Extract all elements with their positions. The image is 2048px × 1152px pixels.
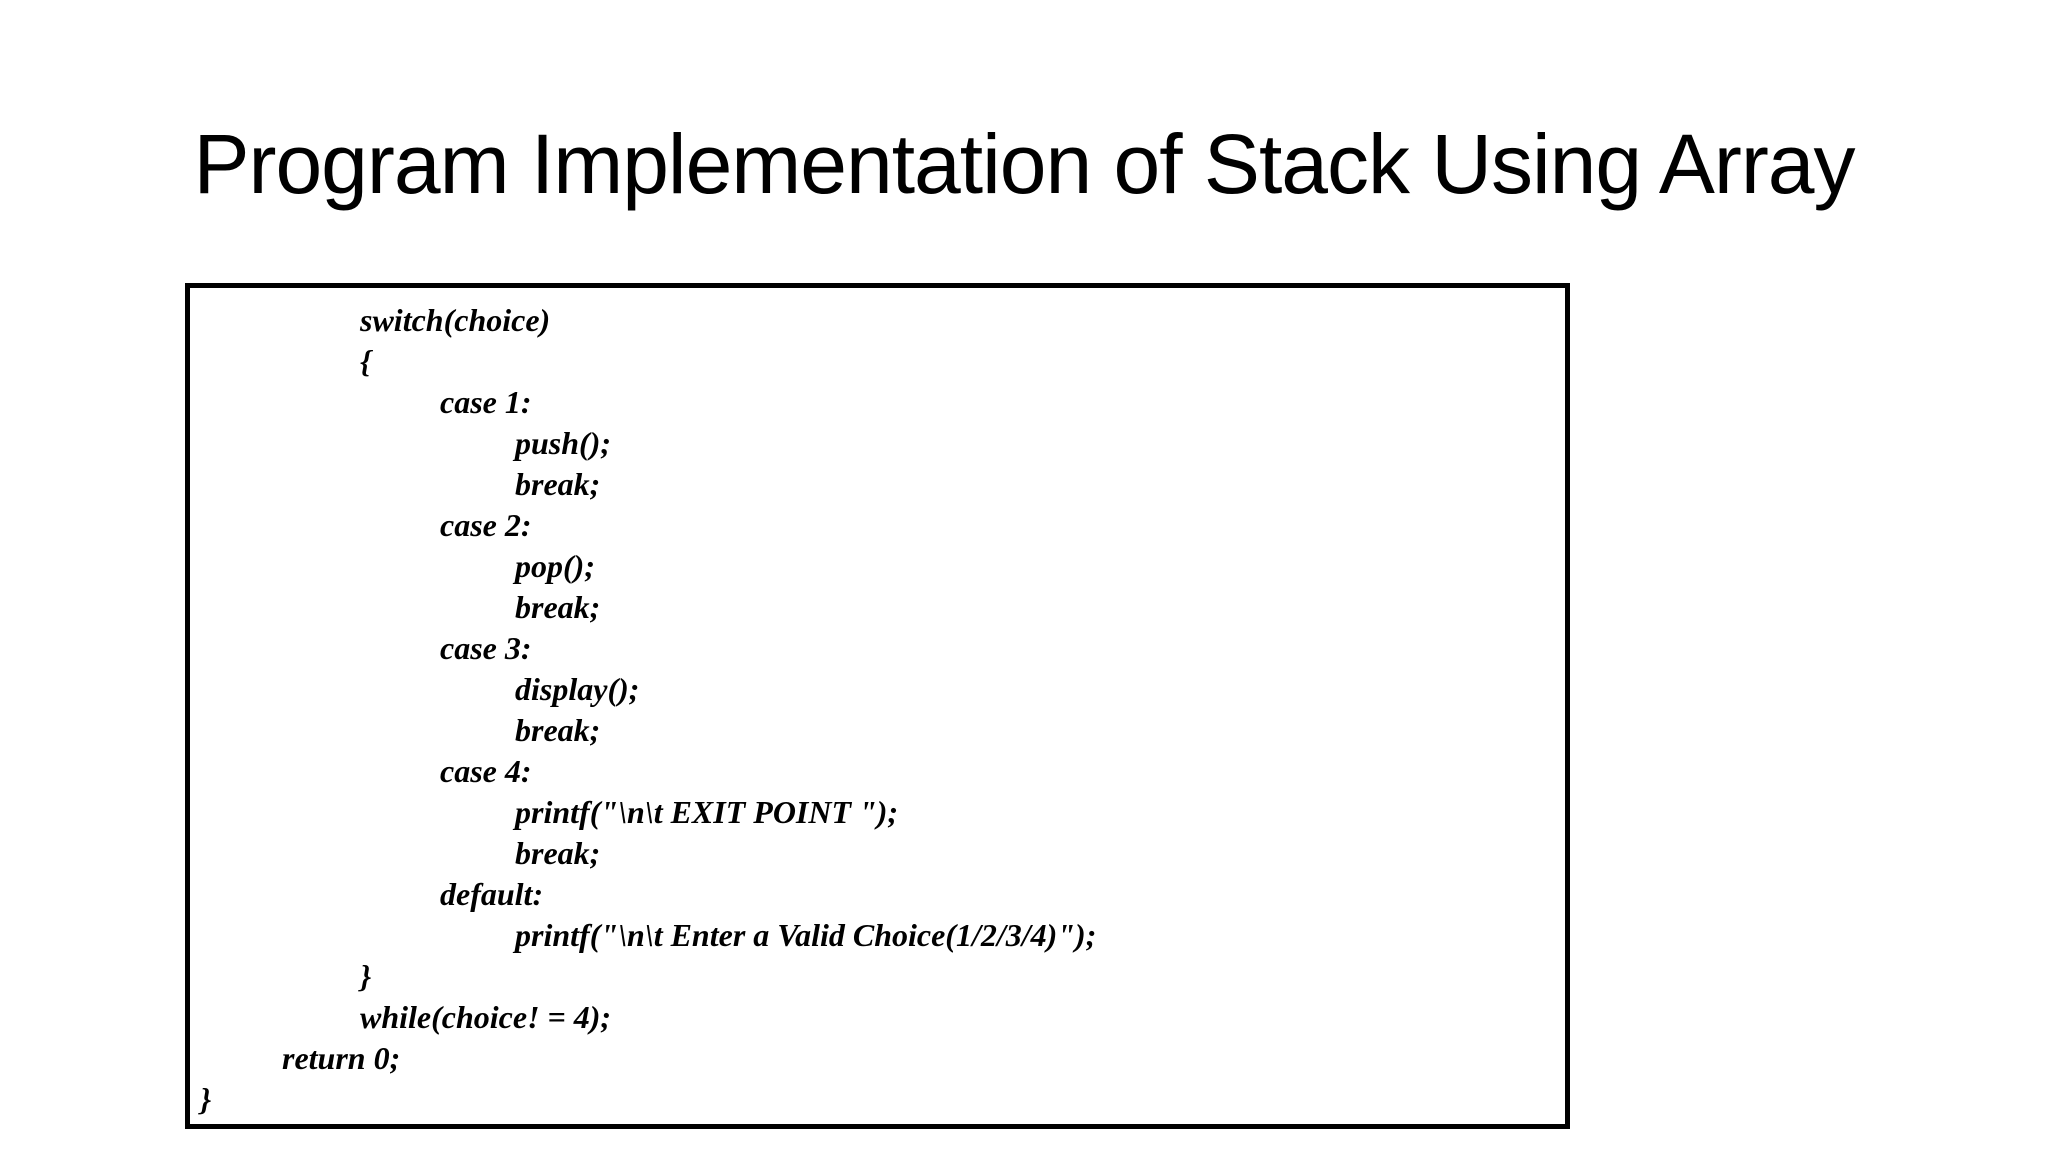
code-line: case 1: [440,384,532,420]
code-line: display(); [515,671,640,707]
code-line: { [360,343,372,379]
code-line: default: [440,876,544,912]
code-line: case 3: [440,630,532,666]
code-box: switch(choice) { case 1: push(); break; case … [185,283,1570,1129]
code-line: break; [515,835,601,871]
code-line: push(); [515,425,612,461]
code-line: } [360,958,372,994]
code-line: } [200,1081,212,1117]
code-line: switch(choice) [360,302,551,338]
code-line: break; [515,466,601,502]
code-line: case 4: [440,753,532,789]
code-line: break; [515,712,601,748]
code-line: printf("\n\t EXIT POINT "); [515,794,899,830]
slide-title: Program Implementation of Stack Using Ar… [193,117,1855,211]
code-line: printf("\n\t Enter a Valid Choice(1/2/3/… [515,917,1097,953]
code-line: case 2: [440,507,532,543]
code-line: return 0; [282,1040,401,1076]
code-line: pop(); [515,548,595,584]
code-line: while(choice! = 4); [360,999,612,1035]
code-line: break; [515,589,601,625]
